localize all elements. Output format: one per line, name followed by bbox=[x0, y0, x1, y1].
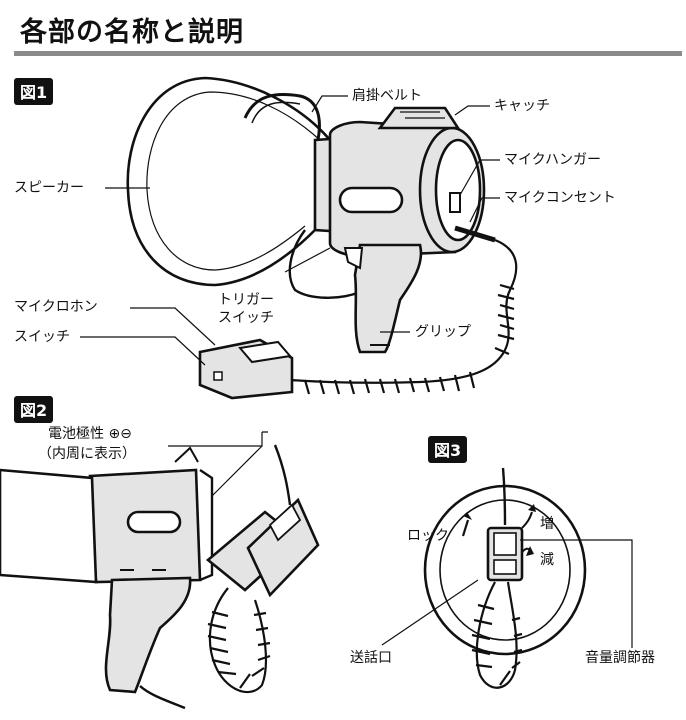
label-battery-polarity-note: （内周に表示） bbox=[38, 446, 136, 462]
figure-1-badge: 図1 bbox=[14, 78, 54, 105]
figure-2-badge: 図2 bbox=[14, 396, 54, 423]
label-mic-hanger: マイクハンガー bbox=[504, 152, 602, 168]
figure-3-leader-lines bbox=[381, 539, 633, 648]
figure-3-microphone bbox=[423, 467, 587, 689]
label-mic-outlet: マイクコンセント bbox=[504, 190, 616, 206]
label-trigger-switch-line1: トリガー bbox=[218, 292, 274, 308]
label-decrease: 減 bbox=[540, 552, 554, 568]
label-increase: 増 bbox=[540, 516, 554, 532]
figure-3-badge: 図3 bbox=[428, 436, 468, 463]
label-lock: ロック bbox=[407, 528, 449, 544]
figure-1-megaphone bbox=[126, 76, 518, 400]
label-catch: キャッチ bbox=[494, 98, 550, 114]
label-volume-control: 音量調節器 bbox=[585, 650, 655, 666]
label-mouthpiece: 送話口 bbox=[350, 650, 392, 666]
label-speaker: スピーカー bbox=[14, 180, 84, 196]
label-switch: スイッチ bbox=[14, 329, 70, 345]
label-grip: グリップ bbox=[415, 324, 471, 340]
figure-2-leader-lines bbox=[168, 431, 268, 497]
label-battery-polarity: 電池極性 ⊕⊖ bbox=[48, 426, 132, 442]
figure-1-leader-lines bbox=[80, 95, 500, 366]
label-trigger-switch-line2: スイッチ bbox=[218, 310, 274, 326]
page-title: 各部の名称と説明 bbox=[20, 17, 244, 48]
label-microphone: マイクロホン bbox=[14, 299, 98, 315]
figure-2-megaphone bbox=[0, 444, 320, 710]
title-divider bbox=[14, 51, 682, 56]
label-shoulder-belt: 肩掛ベルト bbox=[352, 88, 422, 104]
